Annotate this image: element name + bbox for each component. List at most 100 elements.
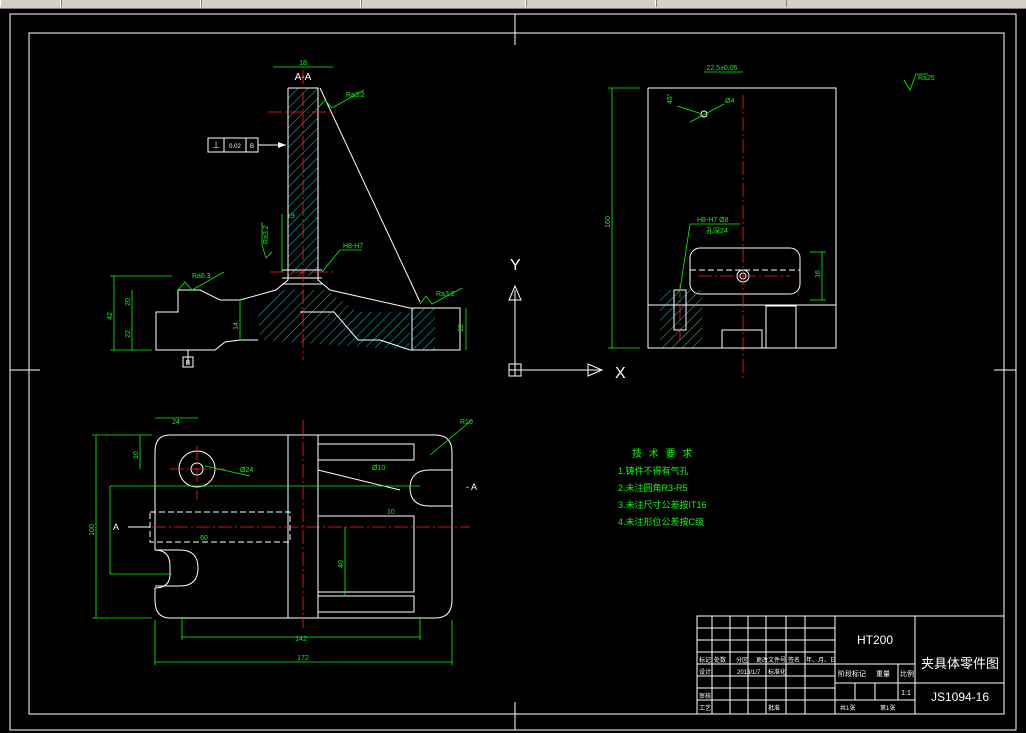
roughness-symbol-left (261, 222, 273, 259)
tb-label-count: 处数 (714, 656, 726, 664)
tb-label-mark: 标记 (699, 656, 711, 664)
side-fit-note-2: 孔深24 (706, 226, 728, 235)
fit-label: H8-H7 (343, 243, 363, 250)
plan-u-slot-left (155, 549, 199, 587)
roughness-symbol-base-left (177, 271, 225, 291)
tb-approve: 批准 (768, 704, 780, 712)
side-view-outline (647, 87, 837, 349)
side-partial-hatch (660, 290, 702, 348)
title-block-frame (696, 615, 1005, 715)
side-top-dim: 22.5±0.05 (706, 65, 737, 72)
title-block[interactable]: HT200 夹具体零件图 JS1094-16 标记 处数 分区 更改文件号 签名… (696, 615, 1005, 715)
plan-radius-leader (429, 419, 473, 456)
tb-review: 审核 (699, 692, 711, 700)
plan-slot-dia-label: Ø10 (372, 465, 385, 472)
plan-dim-24: 24 (172, 419, 180, 426)
plan-hole-label: Ø24 (240, 467, 253, 474)
plan-view[interactable]: A - A 100 24 10 Ø24 R10 Ø10 10 60 40 142… (89, 417, 477, 665)
tab-3[interactable] (200, 0, 362, 7)
tb-scale-label: 比例 (900, 669, 914, 678)
x-axis-label: X (615, 365, 626, 382)
side-angle-label: 45° (666, 93, 674, 104)
plan-rib-bottom (317, 595, 415, 613)
tb-scale-value: 1:1 (901, 690, 911, 697)
plan-dim-40: 40 (338, 560, 345, 568)
cad-drawing-canvas[interactable]: A-A 18 Ra3.2 ⊥ 0.02 B Ra3.2 19 H8-H7 Ra6… (0, 8, 1026, 733)
outer-sheet-border (9, 13, 1017, 731)
roughness-left-label: Ra3.2 (263, 225, 270, 244)
side-right-pocket (765, 305, 797, 349)
section-right-foot (412, 307, 461, 351)
section-marker-left: A (113, 522, 119, 532)
tb-process: 工艺 (699, 704, 711, 712)
note-1: 1.铸件不得有气孔 (618, 465, 689, 476)
part-name-text: 夹具体零件图 (921, 656, 999, 671)
tab-6[interactable] (655, 0, 787, 7)
section-marker-right: - A (466, 482, 477, 492)
section-outline-left (155, 88, 289, 351)
tb-date: 2013/1/7 (737, 670, 761, 676)
dim-12: 12 (458, 324, 465, 332)
side-fit-note-1: H8-H7 Ø8 (697, 217, 729, 224)
note-3: 3.未注尺寸公差按IT16 (618, 499, 707, 510)
dim-20: 20 (125, 298, 132, 306)
general-roughness-symbol (903, 73, 928, 91)
plan-rib-diagonal (317, 469, 401, 491)
plan-rib-top (317, 443, 415, 461)
inner-drawing-frame (28, 32, 1005, 715)
note-2: 2.未注圆角R3-R5 (618, 482, 688, 493)
plan-radius-label: R10 (460, 419, 473, 426)
bore-depth-text: 19 (287, 213, 295, 220)
side-hole-label: Ø4 (725, 98, 734, 105)
tab-2[interactable] (60, 0, 202, 7)
rib-edge-line (319, 87, 421, 303)
fit-leader (321, 249, 341, 273)
dim-14: 14 (233, 322, 240, 330)
window-tab-strip (0, 0, 1026, 9)
section-outline-right (288, 87, 413, 351)
notes-heading: 技 术 要 求 (632, 447, 694, 460)
general-roughness-label: Ra25 (918, 75, 935, 82)
drawing-number-text: JS1094-16 (931, 690, 989, 704)
plan-dim-10: 10 (133, 451, 140, 459)
tab-1[interactable] (0, 0, 62, 7)
side-slot-outline (689, 247, 801, 295)
section-view-a-a[interactable]: A-A 18 Ra3.2 ⊥ 0.02 B Ra3.2 19 H8-H7 Ra6… (107, 60, 467, 368)
note-4: 4.未注形位公差按C级 (618, 516, 704, 527)
y-axis-label: Y (510, 257, 521, 274)
tb-sheet-no: 第1张 (880, 704, 895, 712)
side-bottom-pocket (721, 329, 763, 349)
tab-4[interactable] (360, 0, 527, 7)
tb-label-zone: 分区 (736, 656, 748, 664)
ucs-axes-icon: Y X (508, 257, 626, 382)
tb-label-sign: 签名 (788, 656, 800, 664)
plan-dim-142: 142 (295, 636, 307, 643)
width-dim-text: 18 (299, 60, 307, 67)
tb-stage-label: 阶段标记 (838, 669, 866, 678)
tb-label-date: 年、月、日 (806, 656, 836, 664)
side-view[interactable]: Ø4 45° 22.5±0.05 160 H8-H7 Ø8 孔深24 16 (605, 65, 837, 380)
tb-label-change: 更改文件号 (756, 656, 786, 664)
section-title: A-A (295, 72, 312, 83)
gdt-arrow-icon (278, 142, 286, 148)
side-height-text: 160 (605, 216, 612, 228)
side-angle-line (689, 103, 725, 123)
perpendicularity-icon: ⊥ (212, 140, 220, 150)
datum-box (182, 356, 194, 368)
side-right-dim-text: 16 (815, 270, 822, 278)
tb-weight-label: 重量 (876, 670, 890, 678)
tb-sheets-total: 共1张 (840, 704, 855, 712)
plan-hidden-slot-label: 60 (200, 535, 208, 542)
section-hatch-base (258, 290, 410, 350)
tb-designer: 设计 (699, 668, 711, 676)
side-fit-leader (679, 223, 740, 291)
tab-5[interactable] (525, 0, 657, 7)
side-hole-leader (676, 105, 703, 115)
plan-slot-width-label: 10 (387, 509, 395, 516)
tb-standard: 标准化 (768, 668, 786, 676)
roughness-symbol-top (317, 89, 365, 109)
plan-dim-172: 172 (297, 655, 309, 662)
plan-outline (154, 434, 453, 619)
section-hatch-right-foot (412, 308, 435, 350)
dim-42: 42 (107, 312, 114, 320)
